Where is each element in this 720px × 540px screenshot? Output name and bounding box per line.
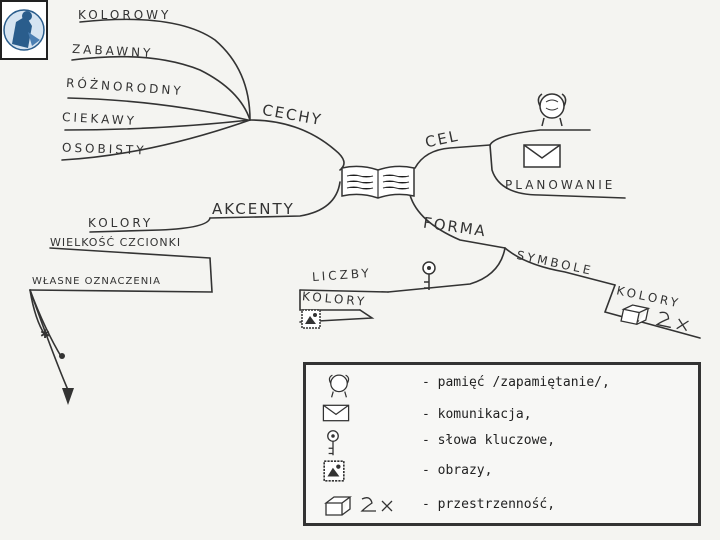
envelope-icon (322, 403, 350, 427)
branch-label-akcenty: AKCENTY (212, 200, 295, 218)
legend-row: - pamięć /zapamiętanie/, (306, 371, 698, 397)
open-book-icon (338, 162, 418, 206)
legend-row: - słowa kluczowe, (306, 429, 698, 455)
akcenty-item-1: KOLORY (88, 216, 153, 230)
keyword-pin-icon (418, 260, 440, 296)
legend-text: - przestrzenność, (422, 497, 555, 512)
legend-text: - słowa kluczowe, (422, 433, 555, 448)
legend-text: - pamięć /zapamiętanie/, (422, 375, 610, 390)
cechy-item-1: KOLOROWY (78, 8, 171, 22)
svg-text:✱: ✱ (40, 327, 50, 341)
picture-icon (322, 459, 346, 487)
picture-icon (300, 308, 322, 334)
legend-row: - przestrzenność, (306, 493, 698, 519)
legend-row: - komunikacja, (306, 403, 698, 429)
space-icon (322, 493, 396, 521)
cechy-item-5: OSOBISTY (62, 141, 147, 158)
akcenty-item-3: WŁASNE OZNACZENIA (32, 276, 161, 287)
legend-text: - komunikacja, (422, 407, 532, 422)
brain-icon (322, 371, 356, 403)
akcenty-item-2: WIELKOŚĆ CZCIONKI (50, 236, 181, 249)
keyword-pin-icon (322, 429, 344, 461)
legend-box: - pamięć /zapamiętanie/, - komunikacja, … (303, 362, 701, 526)
legend-text: - obrazy, (422, 463, 492, 478)
legend-row: - obrazy, (306, 459, 698, 485)
envelope-icon (522, 143, 562, 173)
cel-item-1: PLANOWANIE (505, 178, 615, 192)
brain-icon (532, 88, 572, 132)
